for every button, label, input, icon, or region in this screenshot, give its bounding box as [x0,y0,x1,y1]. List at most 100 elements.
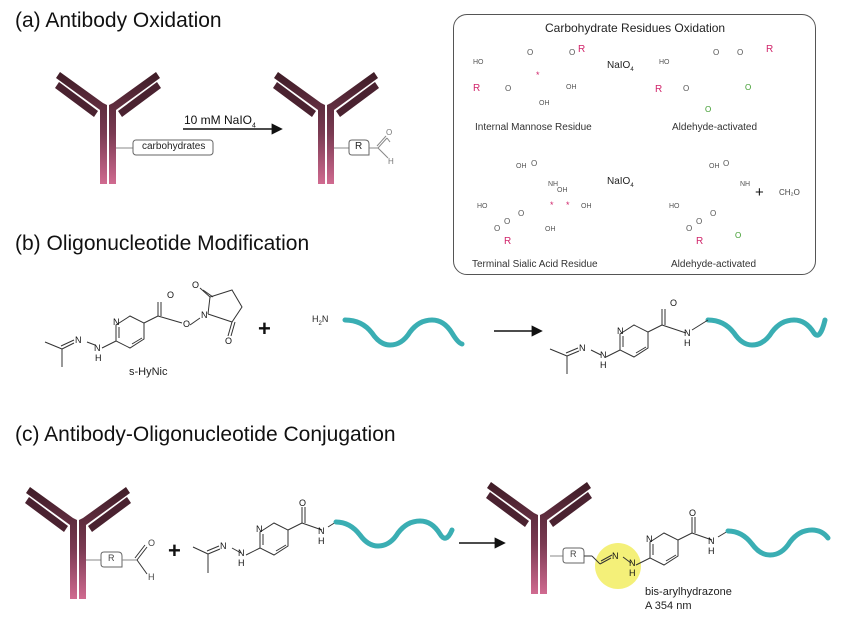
antibody-icon [25,487,131,599]
plus-sign: + [168,538,181,563]
absorbance-label: A 354 nm [645,600,692,612]
r-group-pink: R [504,236,512,247]
atom-label: N [113,317,120,327]
atom-label: H [600,360,607,370]
atom-label: O [505,84,512,93]
atom-label: O [299,498,307,508]
r-group-label: R [108,553,115,563]
atom-label: O [518,209,525,218]
antibody-icon [55,72,161,184]
atom-label: N [600,350,607,360]
aldehyde-hydrogen: H [148,572,155,582]
section-c-title: (c) Antibody-Oligonucleotide Conjugation [15,423,396,446]
atom-label: OH [545,226,556,233]
atom-label: O [713,48,720,57]
sialic-label: Terminal Sialic Acid Residue [472,259,598,270]
atom-label: N [256,524,263,534]
reagent-subscript: 4 [630,67,634,73]
atom-label: HO [473,59,484,66]
aldehyde-oxygen: O [148,538,156,548]
section-b-title: (b) Oligonucleotide Modification [15,232,310,255]
atom-label: O [723,159,730,168]
reagent-text: NaIO [607,60,631,71]
atom-label: N [75,335,82,345]
atom-label: N [220,541,227,551]
amine-n: N [321,314,329,324]
cleavage-star: * [550,200,554,210]
r-group-label: R [570,549,577,559]
atom-label: O [504,217,511,226]
atom-label: NH [740,181,751,188]
carbohydrates-label: carbohydrates [142,141,206,152]
r-group-pink: R [696,236,704,247]
amine-label: H2N [312,314,328,327]
inset-reagent-label: NaIO4 [607,60,634,73]
atom-label: O [696,217,703,226]
atom-label: OH [516,163,527,170]
reagent-subscript: 4 [630,183,634,189]
section-a-title: (a) Antibody Oxidation [15,9,222,32]
reagent-subscript: 4 [252,122,256,130]
s-hynic-label: s-HyNic [129,366,168,378]
r-group-pink: R [766,44,774,55]
atom-label: O [670,298,678,308]
atom-label: O [683,84,690,93]
atom-label: N [238,548,245,558]
atom-label: OH [709,163,720,170]
cleavage-star: * [536,70,540,80]
atom-label: NH [548,181,559,188]
atom-label: N [201,310,208,320]
atom-label: N [617,326,624,336]
carbohydrate-oxidation-inset [453,14,816,275]
hynic-oligo-product-structure [549,309,709,374]
aldehyde-oxygen: O [745,83,752,92]
reagent-text: NaIO [607,176,631,187]
inset-reagent-label: NaIO4 [607,176,634,189]
atom-label: O [569,48,576,57]
hynic-oligo-structure [192,507,337,573]
plus-sign: + [755,184,764,201]
antibody-icon [486,482,592,594]
atom-label: N [629,558,636,568]
r-group-box [348,139,370,156]
aldehyde-oxygen: O [386,128,393,137]
reagent-label: 10 mM NaIO4 [184,113,256,129]
atom-label: N [318,526,325,536]
aldehyde-oxygen: O [705,105,712,114]
atom-label: N [94,343,101,353]
r-group-pink: R [578,44,586,55]
r-group-box [100,551,123,568]
atom-label: O [192,280,200,290]
atom-label: OH [581,203,592,210]
r-group-pink: R [655,84,663,95]
atom-label: N [646,534,653,544]
cleavage-star: * [566,200,570,210]
formaldehyde-byproduct: CH₂O [779,188,800,197]
atom-label: O [710,209,717,218]
atom-label: O [737,48,744,57]
atom-label: HO [669,203,680,210]
atom-label: O [225,336,233,346]
hydrazone-highlight [595,543,641,589]
oligonucleotide-icon [725,527,831,558]
atom-label: HO [477,203,488,210]
atom-label: O [494,224,501,233]
atom-label: O [531,159,538,168]
atom-label: O [183,319,191,329]
aldehyde-oxygen: O [735,231,742,240]
aldehyde-hydrogen: H [388,157,394,166]
antibody-icon [273,72,379,184]
atom-label: O [686,224,693,233]
s-hynic-structure [44,287,243,367]
oligonucleotide-icon [342,317,465,348]
atom-label: N [708,536,715,546]
mannose-product-label: Aldehyde-activated [672,122,758,133]
atom-label: OH [566,84,577,91]
atom-label: H [684,338,691,348]
atom-label: OH [557,187,568,194]
atom-label: O [527,48,534,57]
atom-label: HO [659,59,670,66]
atom-label: H [238,558,245,568]
oligonucleotide-icon [333,518,455,549]
